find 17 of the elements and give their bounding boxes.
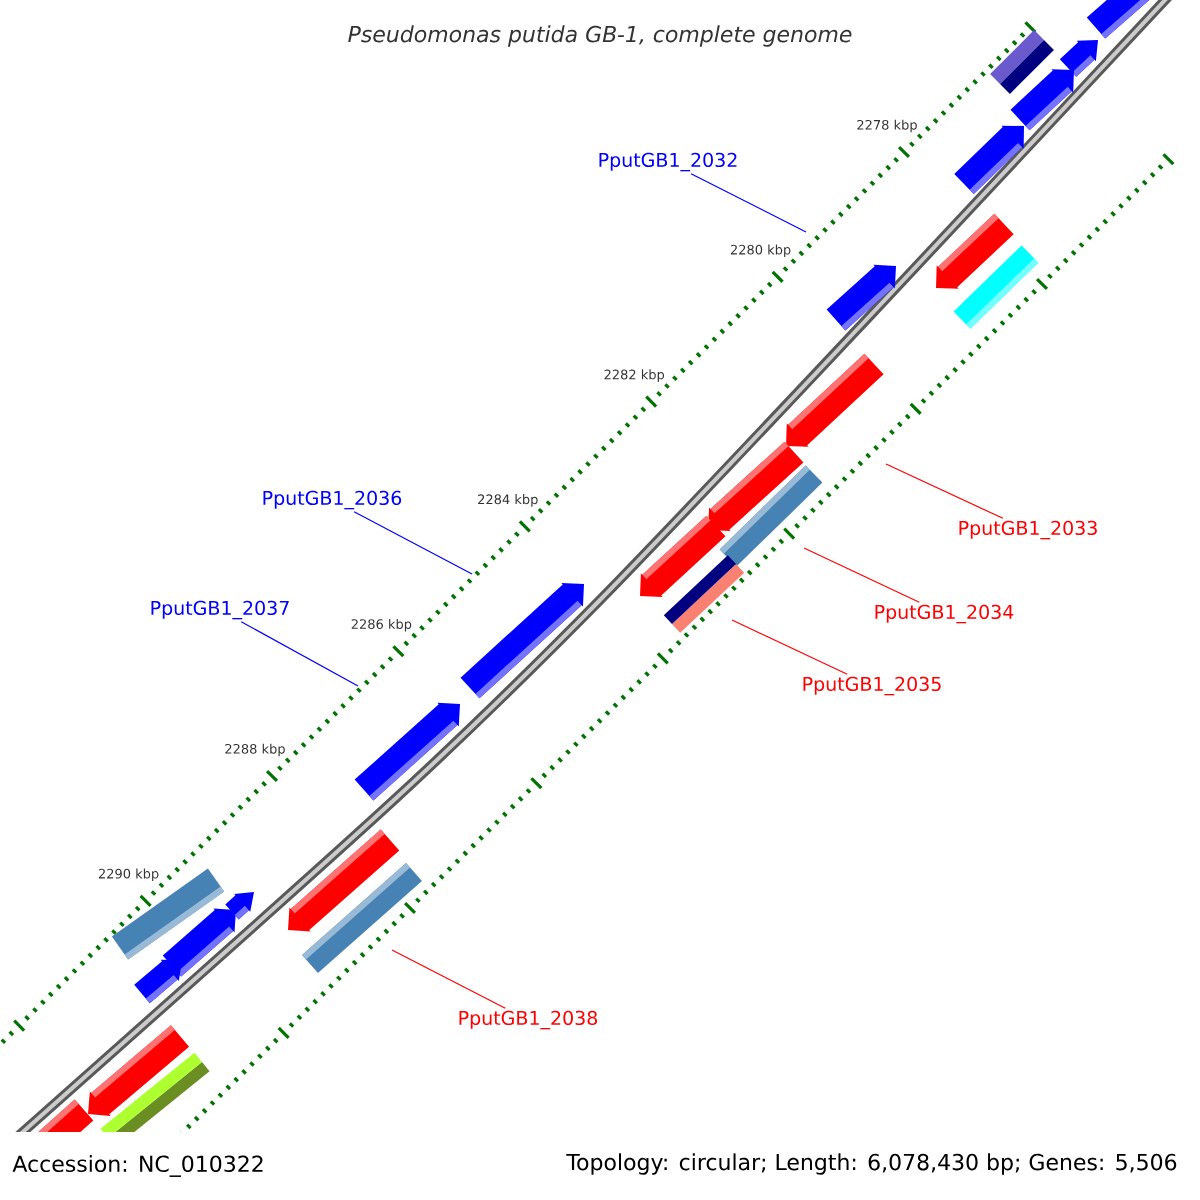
gene-label: PputGB1_2036 xyxy=(263,490,402,510)
leader-line xyxy=(353,511,473,575)
leader-line xyxy=(803,547,920,603)
leader-line xyxy=(240,621,359,687)
leader-line xyxy=(885,463,1004,519)
gene-label: PputGB1_2038 xyxy=(459,1010,598,1030)
leader-line xyxy=(690,173,807,233)
gene-label: PputGB1_2035 xyxy=(803,676,941,696)
title: Pseudomonas putida GB-1, complete genome xyxy=(348,25,852,47)
leader-line xyxy=(391,949,506,1009)
gene-label: PputGB1_2032 xyxy=(599,152,737,172)
accession-label: Accession: NC_010322 xyxy=(0,1132,281,1200)
leader-line xyxy=(731,619,848,675)
genome-info-label: Topology: circular; Length: 6,078,430 bp; Genes: 5,506 xyxy=(566,1153,1177,1175)
gene-label: PputGB1_2033 xyxy=(959,520,1097,540)
gene-label: PputGB1_2037 xyxy=(151,600,289,620)
gene-label: PputGB1_2034 xyxy=(875,604,1014,624)
